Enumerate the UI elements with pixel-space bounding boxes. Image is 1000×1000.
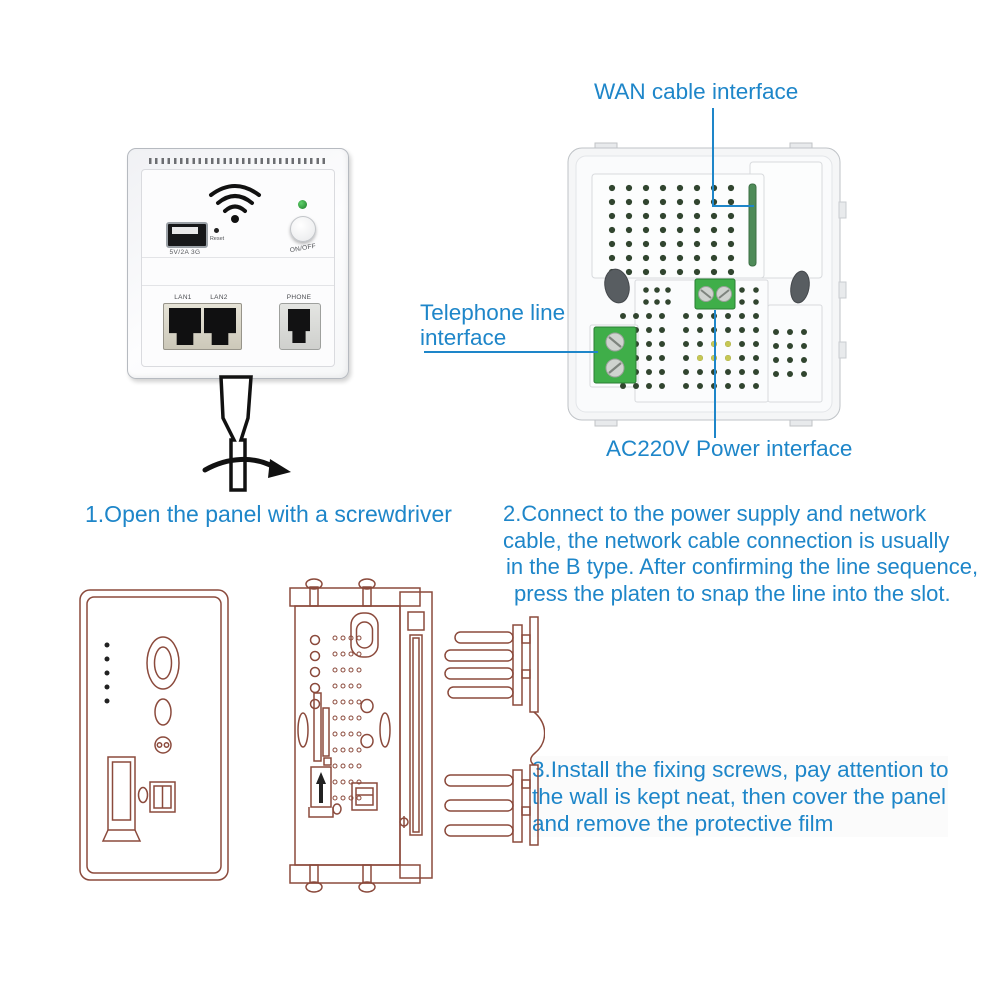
lan2-port [204,308,236,345]
panel-front-line-drawing [79,589,229,881]
onoff-label: ON/OFF [289,242,317,255]
front-panel-face: ON/OFF 5V/2A 3G Reset LAN1 LAN2 PHONE [141,169,335,367]
lan1-port [169,308,201,345]
router-back-panel [567,142,847,427]
power-led-indicator [298,200,307,209]
telephone-callout-line1: Telephone line [420,300,566,325]
telephone-callout-line [424,351,598,353]
usb-port [166,222,208,248]
onoff-button [290,216,316,242]
panel-divider [142,285,334,286]
telephone-callout-line2: interface [420,325,507,350]
vent-grid-e [739,287,759,305]
power-callout-label: AC220V Power interface [606,436,853,461]
router-front-panel: ON/OFF 5V/2A 3G Reset LAN1 LAN2 PHONE [127,148,349,379]
step-2-line2: cable, the network cable connection is u… [503,527,950,553]
phone-port-bezel [279,303,321,350]
lower-right-plate [767,304,823,403]
step-2-line3: in the B type. After confirming the line… [506,554,979,579]
vent-grid-right [773,329,807,377]
wan-callout-line [712,108,714,207]
phone-port [288,309,310,343]
wifi-icon [209,184,261,223]
usb-tongue [172,227,198,234]
lan2-label: LAN2 [210,294,228,301]
edge-clip [838,281,847,299]
reset-pinhole [214,228,219,233]
step-2-line1: 2.Connect to the power supply and networ… [503,501,927,526]
module-exploded-line-drawing [289,578,545,893]
step-1-text: 1.Open the panel with a screwdriver [85,501,452,527]
edge-clip [838,201,847,219]
mounting-hole-left [604,268,630,304]
panel-divider [142,257,334,258]
dot-rows [332,635,362,801]
telephone-terminal-block [593,326,637,384]
reset-label: Reset [209,236,225,242]
mounting-hole-right [790,270,810,304]
vent-grid-upper [608,184,735,276]
power-terminal-block [694,278,736,310]
vent-holes [149,158,327,164]
telephone-callout-label: Telephone line interface [420,300,565,350]
usb-label: 5V/2A 3G [169,249,201,256]
up-arrow [316,772,326,803]
step-2-text: 2.Connect to the power supply and networ… [503,501,978,607]
wan-callout-line [712,205,754,207]
upper-vent-plate [591,173,765,279]
lan1-label: LAN1 [174,294,192,301]
power-callout-line [714,310,716,438]
edge-clip [838,341,847,359]
led-dots [104,642,110,704]
screwdriver-icon [202,375,291,492]
step-3-text: 3.Install the fixing screws, pay attenti… [532,756,948,837]
wan-callout-label: WAN cable interface [594,79,799,104]
step-2-line4: press the platen to snap the line into t… [514,580,951,606]
vent-grid-center [683,313,759,389]
wan-port-slot [748,183,757,267]
step-3-line3: and remove the protective film [532,811,834,836]
lan-ports-bezel [163,303,242,350]
vent-grid-a [643,287,671,305]
step-3-line2: the wall is kept neat, then cover the pa… [532,784,947,809]
phone-label: PHONE [286,294,312,301]
step-3-line1: 3.Install the fixing screws, pay attenti… [532,757,949,782]
